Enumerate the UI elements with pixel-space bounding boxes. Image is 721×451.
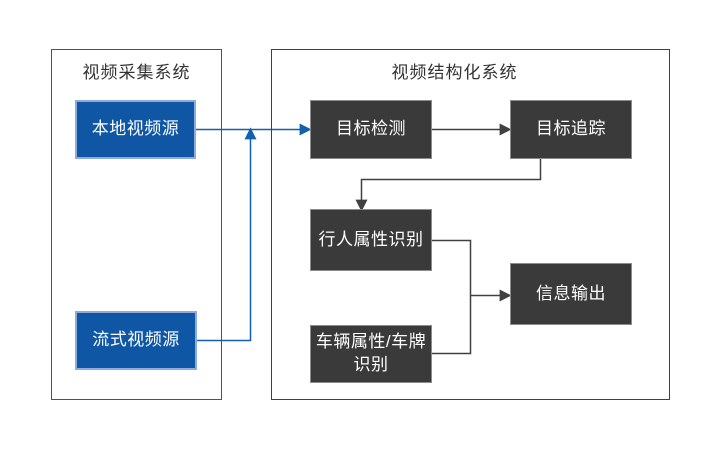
node-object-detection: 目标检测: [310, 100, 432, 159]
node-vehicle-attribute-plate-recognition: 车辆属性/车牌识别: [310, 325, 432, 383]
panel-video-capture: 视频采集系统: [51, 49, 222, 400]
panel-video-structuring-title: 视频结构化系统: [391, 63, 518, 82]
node-info-output: 信息输出: [510, 263, 632, 325]
node-stream-video-source: 流式视频源: [75, 311, 197, 370]
node-object-tracking: 目标追踪: [510, 100, 632, 159]
node-local-video-source: 本地视频源: [75, 100, 196, 159]
panel-video-capture-title: 视频采集系统: [82, 63, 191, 82]
node-pedestrian-attribute-recognition: 行人属性识别: [310, 209, 432, 271]
panel-video-structuring: 视频结构化系统: [271, 49, 670, 400]
